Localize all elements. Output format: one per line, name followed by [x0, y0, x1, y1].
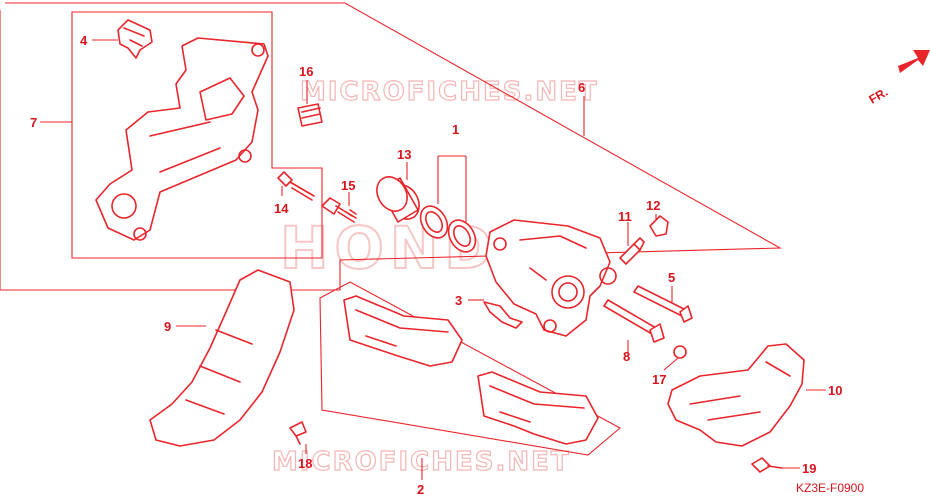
callout-8: 8 [623, 349, 630, 364]
callout-14: 14 [274, 201, 289, 216]
callout-4: 4 [80, 33, 88, 48]
callout-2: 2 [417, 482, 424, 497]
leader-lines [40, 39, 826, 480]
callout-11: 11 [618, 209, 632, 224]
part-2-brake-pads [343, 295, 599, 445]
callout-18: 18 [298, 456, 312, 471]
part-11-bleeder-valve [619, 237, 645, 265]
callout-12: 12 [646, 198, 660, 213]
bracket-group-frame [71, 11, 323, 259]
part-15-slide-pin [321, 197, 357, 223]
callout-10: 10 [828, 383, 842, 398]
callout-5: 5 [668, 270, 675, 285]
part-13-piston [376, 176, 420, 223]
part-4-pad-spring [117, 19, 153, 59]
watermark-top: MICROFICHES.NET [300, 77, 599, 107]
front-direction-indicator: FR. [867, 50, 930, 107]
part-7-caliper-bracket [95, 37, 269, 241]
figure-code: KZ3E-F0900 [796, 481, 864, 495]
part-5-pad-pin [633, 285, 693, 323]
callout-16: 16 [299, 64, 313, 79]
callout-7: 7 [30, 115, 37, 130]
callout-9: 9 [164, 319, 171, 334]
part-14-pin-bolt [277, 171, 315, 201]
part-6-caliper-body [485, 219, 617, 337]
callout-13: 13 [397, 147, 411, 162]
part-12-bleeder-cap [649, 215, 669, 237]
front-label: FR. [867, 85, 891, 107]
callout-6: 6 [578, 80, 585, 95]
watermark-bottom: MICROFICHES.NET [272, 447, 571, 477]
part-10-caliper-guard [667, 343, 805, 447]
callout-labels: 1 2 3 4 5 6 7 8 9 10 11 12 13 14 15 16 1… [30, 33, 842, 497]
part-9-disc-guard [149, 269, 295, 447]
part-17-small-seal [673, 345, 687, 359]
part-8-slide-pin [603, 299, 665, 343]
part-1-piston-seals [419, 205, 477, 253]
front-arrow-icon [898, 50, 930, 73]
part-18-screw [289, 421, 307, 445]
assembly-frame [0, 2, 783, 291]
callout-3: 3 [455, 293, 462, 308]
pad-group-frame [319, 281, 621, 456]
callout-17: 17 [652, 372, 666, 387]
part-3-pad-clip [483, 301, 523, 329]
callout-1: 1 [452, 122, 459, 137]
callout-19: 19 [802, 461, 816, 476]
callout-15: 15 [341, 178, 355, 193]
part-16-dust-cap [297, 103, 323, 127]
part-19-bolt [751, 457, 783, 473]
